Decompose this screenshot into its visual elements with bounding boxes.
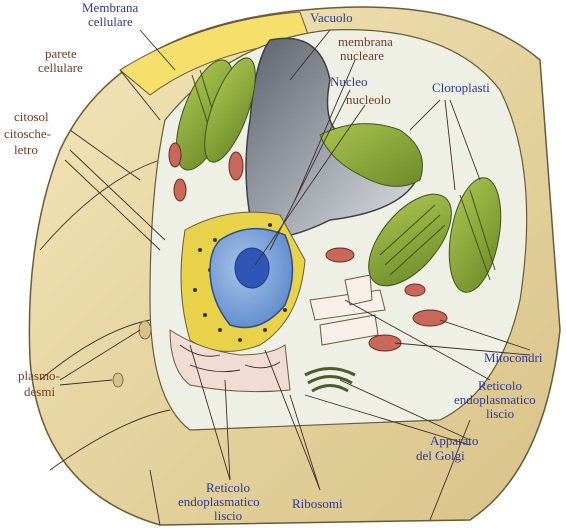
label-mitocondri: Mitocondri [484,350,543,365]
smooth-er [169,329,291,393]
label-apparato-golgi-2: del Golgi [416,448,465,463]
chloroplast-2 [204,57,256,163]
chloroplast-5 [448,177,502,293]
label-nucleolo: nucleolo [346,92,391,107]
label-reticolo-liscio-right-2: endoplasmatico [454,392,536,407]
label-membrana-cellulare-2: cellulare [88,14,133,29]
label-reticolo-liscio-bottom-2: endoplasmatico [178,494,260,509]
label-citoscheletro: citosche- [4,126,51,141]
label-plasmodesmi-2: desmi [24,384,55,399]
chloroplast-3 [319,123,423,187]
golgi-apparatus [304,367,356,393]
label-apparato-golgi: Apparato [430,433,478,448]
label-citosol: citosol [14,109,49,124]
label-membrana-nucleare: membrana [338,34,393,49]
label-cloroplasti: Cloroplasti [432,80,490,95]
label-membrana-nucleare-2: nucleare [340,48,384,63]
label-nucleo: Nucleo [330,74,368,89]
label-reticolo-liscio-bottom: Reticolo [206,480,250,495]
golgi-stack [309,274,386,346]
chloroplast-4 [368,193,452,287]
plasmodesmata [112,320,152,388]
mitochondria [168,142,448,352]
label-parete-cellulare: parete [45,46,77,61]
leader-lines [59,29,531,491]
label-membrana-cellulare: Membrana [82,0,139,15]
label-citoscheletro-2: letro [14,142,38,157]
nucleolus [234,247,270,289]
label-plasmodesmi: plasmo- [18,368,60,383]
label-reticolo-liscio-right: Reticolo [478,378,522,393]
label-parete-cellulare-2: cellulare [38,60,83,75]
label-reticolo-liscio-right-3: liscio [486,406,514,421]
label-ribosomi: Ribosomi [292,496,343,511]
label-reticolo-liscio-bottom-3: liscio [214,508,242,523]
label-vacuolo: Vacuolo [310,10,353,25]
